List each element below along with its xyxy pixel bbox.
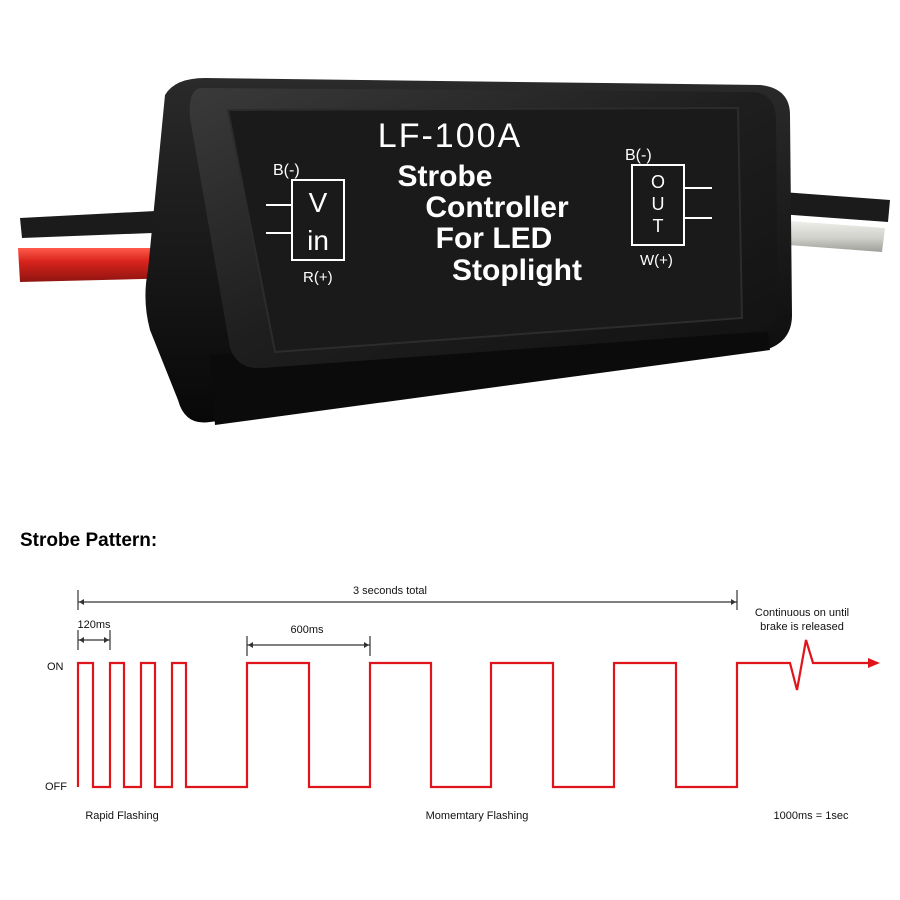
red-input-wire	[18, 248, 182, 282]
title-line-4: Stoplight	[452, 254, 582, 287]
continuous-label-line1: Continuous on until	[755, 607, 849, 619]
signal-arrowhead	[868, 658, 880, 668]
rapid-arrow-left	[79, 637, 84, 643]
strobe-signal-waveform	[76, 639, 868, 789]
controller-case	[145, 78, 792, 425]
black-input-wire	[20, 210, 178, 238]
input-letter-in: in	[307, 225, 329, 256]
title-line-3: For LED	[436, 222, 553, 255]
total-arrow-right	[731, 599, 736, 605]
diagram-labels: 3 seconds total 120ms 600ms Continuous o…	[45, 585, 849, 822]
output-letter-u: U	[652, 194, 665, 214]
continuous-label-line2: brake is released	[760, 621, 844, 633]
on-label: ON	[47, 661, 64, 673]
input-box	[291, 179, 345, 261]
title-line-1: Strobe	[397, 160, 492, 193]
title-line-2: Controller	[425, 191, 569, 224]
total-duration-label: 3 seconds total	[353, 585, 427, 597]
output-top-label: B(-)	[625, 147, 652, 164]
input-wires	[18, 210, 182, 282]
scale-note: 1000ms = 1sec	[774, 810, 849, 822]
momentary-duration-label: 600ms	[290, 624, 324, 636]
model-label: LF-100A	[378, 117, 522, 155]
rapid-duration-label: 120ms	[77, 619, 111, 631]
rapid-flashing-caption: Rapid Flashing	[85, 810, 158, 822]
total-arrow-left	[79, 599, 84, 605]
output-box	[631, 164, 685, 246]
input-letter-v: V	[309, 187, 328, 218]
input-bottom-label: R(+)	[303, 269, 333, 286]
output-letter-o: O	[651, 172, 665, 192]
rapid-arrow-right	[104, 637, 109, 643]
off-label: OFF	[45, 781, 67, 793]
input-top-label: B(-)	[273, 162, 300, 179]
product-photo: LF-100A Strobe Controller For LED Stopli…	[18, 78, 890, 425]
momentary-flashing-caption: Momemtary Flashing	[426, 810, 529, 822]
dimension-lines	[77, 590, 738, 656]
momentary-arrow-right	[364, 642, 369, 648]
output-letter-t: T	[653, 216, 664, 236]
diagram-heading: Strobe Pattern:	[20, 530, 158, 551]
output-bottom-label: W(+)	[640, 252, 673, 269]
momentary-arrow-left	[248, 642, 253, 648]
case-label: LF-100A Strobe Controller For LED Stopli…	[266, 117, 712, 287]
